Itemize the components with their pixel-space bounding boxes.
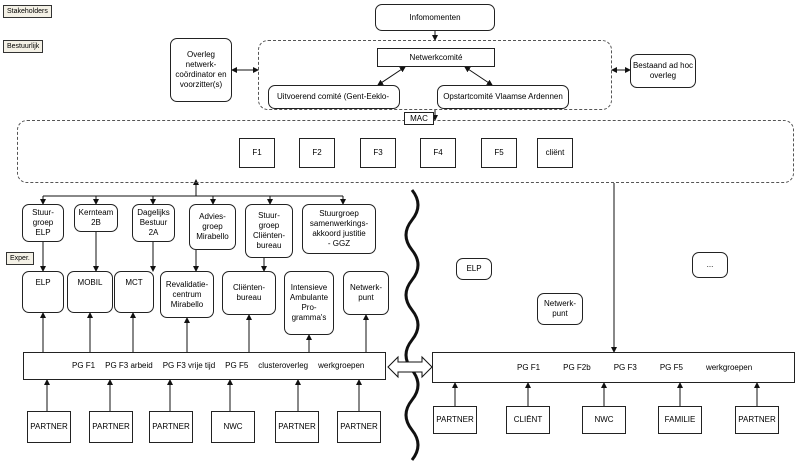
partner-box: PARTNER (735, 406, 779, 434)
function-box: F1 (239, 138, 275, 168)
bestaand-overleg-box: Bestaand ad hoc overleg (630, 54, 696, 88)
overleg-box: Overleg netwerk- coördinator en voorzitt… (170, 38, 232, 102)
mac-region (17, 120, 794, 183)
partner-box: PARTNER (433, 406, 477, 434)
left-platform-bar: PG F1 PG F3 arbeid PG F3 vrije tijd PG F… (23, 352, 386, 380)
bestuurlijk-tag: Bestuurlijk (3, 40, 44, 53)
partner-box: PARTNER (337, 411, 381, 443)
right-ellipsis-box: ... (692, 252, 728, 278)
right-elp-box: ELP (456, 258, 492, 280)
bar-item: werkgroepen (705, 362, 753, 372)
team-box: Revalidatie- centrum Mirabello (160, 271, 214, 318)
team-box: MOBIL (67, 271, 113, 313)
bar-item: clusteroverleg (258, 361, 309, 370)
team-box: MCT (114, 271, 154, 313)
bar-item: PG F1 (517, 362, 541, 372)
bar-item: PG F5 (225, 361, 249, 370)
bar-item: PG F3 (613, 362, 637, 372)
group-box: Stuurgroep samenwerkings- akkoord justit… (302, 204, 376, 254)
partner-box: PARTNER (149, 411, 193, 443)
function-box: F3 (360, 138, 396, 168)
bar-item: PG F2b (563, 362, 591, 372)
function-box: F4 (420, 138, 456, 168)
client-function-box: cliënt (537, 138, 573, 168)
right-netwerkpunt-box: Netwerk- punt (537, 293, 583, 325)
team-box: Netwerk- punt (343, 271, 389, 315)
bar-item: PG F1 (72, 361, 96, 370)
exper-tag: Exper. (6, 252, 34, 265)
stakeholders-tag: Stakeholders (3, 5, 52, 18)
bar-item: PG F3 arbeid (105, 361, 153, 370)
uitvoerend-comite-box: Uitvoerend comité (Gent-Eeklo- (268, 85, 400, 109)
partner-box: PARTNER (275, 411, 319, 443)
function-box: F5 (481, 138, 517, 168)
infomomenten-box: Infomomenten (375, 4, 495, 31)
team-box: Intensieve Ambulante Pro- gramma's (284, 271, 334, 335)
double-arrow-icon (387, 355, 433, 379)
familie-box: FAMILIE (658, 406, 702, 434)
group-box: Stuur- groep ELP (22, 204, 64, 242)
team-box: ELP (22, 271, 64, 313)
right-platform-bar: PG F1 PG F2b PG F3 PG F5 werkgroepen (432, 352, 795, 383)
bar-item: werkgroepen (318, 361, 365, 370)
nwc-box: NWC (582, 406, 626, 434)
team-box: Cliënten- bureau (222, 271, 276, 315)
bar-item: PG F3 vrije tijd (162, 361, 216, 370)
group-box: Kernteam 2B (74, 204, 118, 232)
partner-box: PARTNER (89, 411, 133, 443)
function-box: F2 (299, 138, 335, 168)
netwerkcomite-box: Netwerkcomité (377, 48, 495, 67)
mac-label: MAC (404, 112, 434, 125)
nwc-box: NWC (211, 411, 255, 443)
wavy-divider (404, 189, 420, 461)
bar-item: PG F5 (659, 362, 683, 372)
netwerk-region (258, 40, 612, 110)
group-box: Advies- groep Mirabello (189, 204, 236, 250)
group-box: Stuur- groep Cliënten- bureau (245, 204, 293, 258)
opstartcomite-box: Opstartcomité Vlaamse Ardennen (437, 85, 569, 109)
partner-box: PARTNER (27, 411, 71, 443)
group-box: Dagelijks Bestuur 2A (132, 204, 175, 242)
client-box: CLIËNT (506, 406, 550, 434)
